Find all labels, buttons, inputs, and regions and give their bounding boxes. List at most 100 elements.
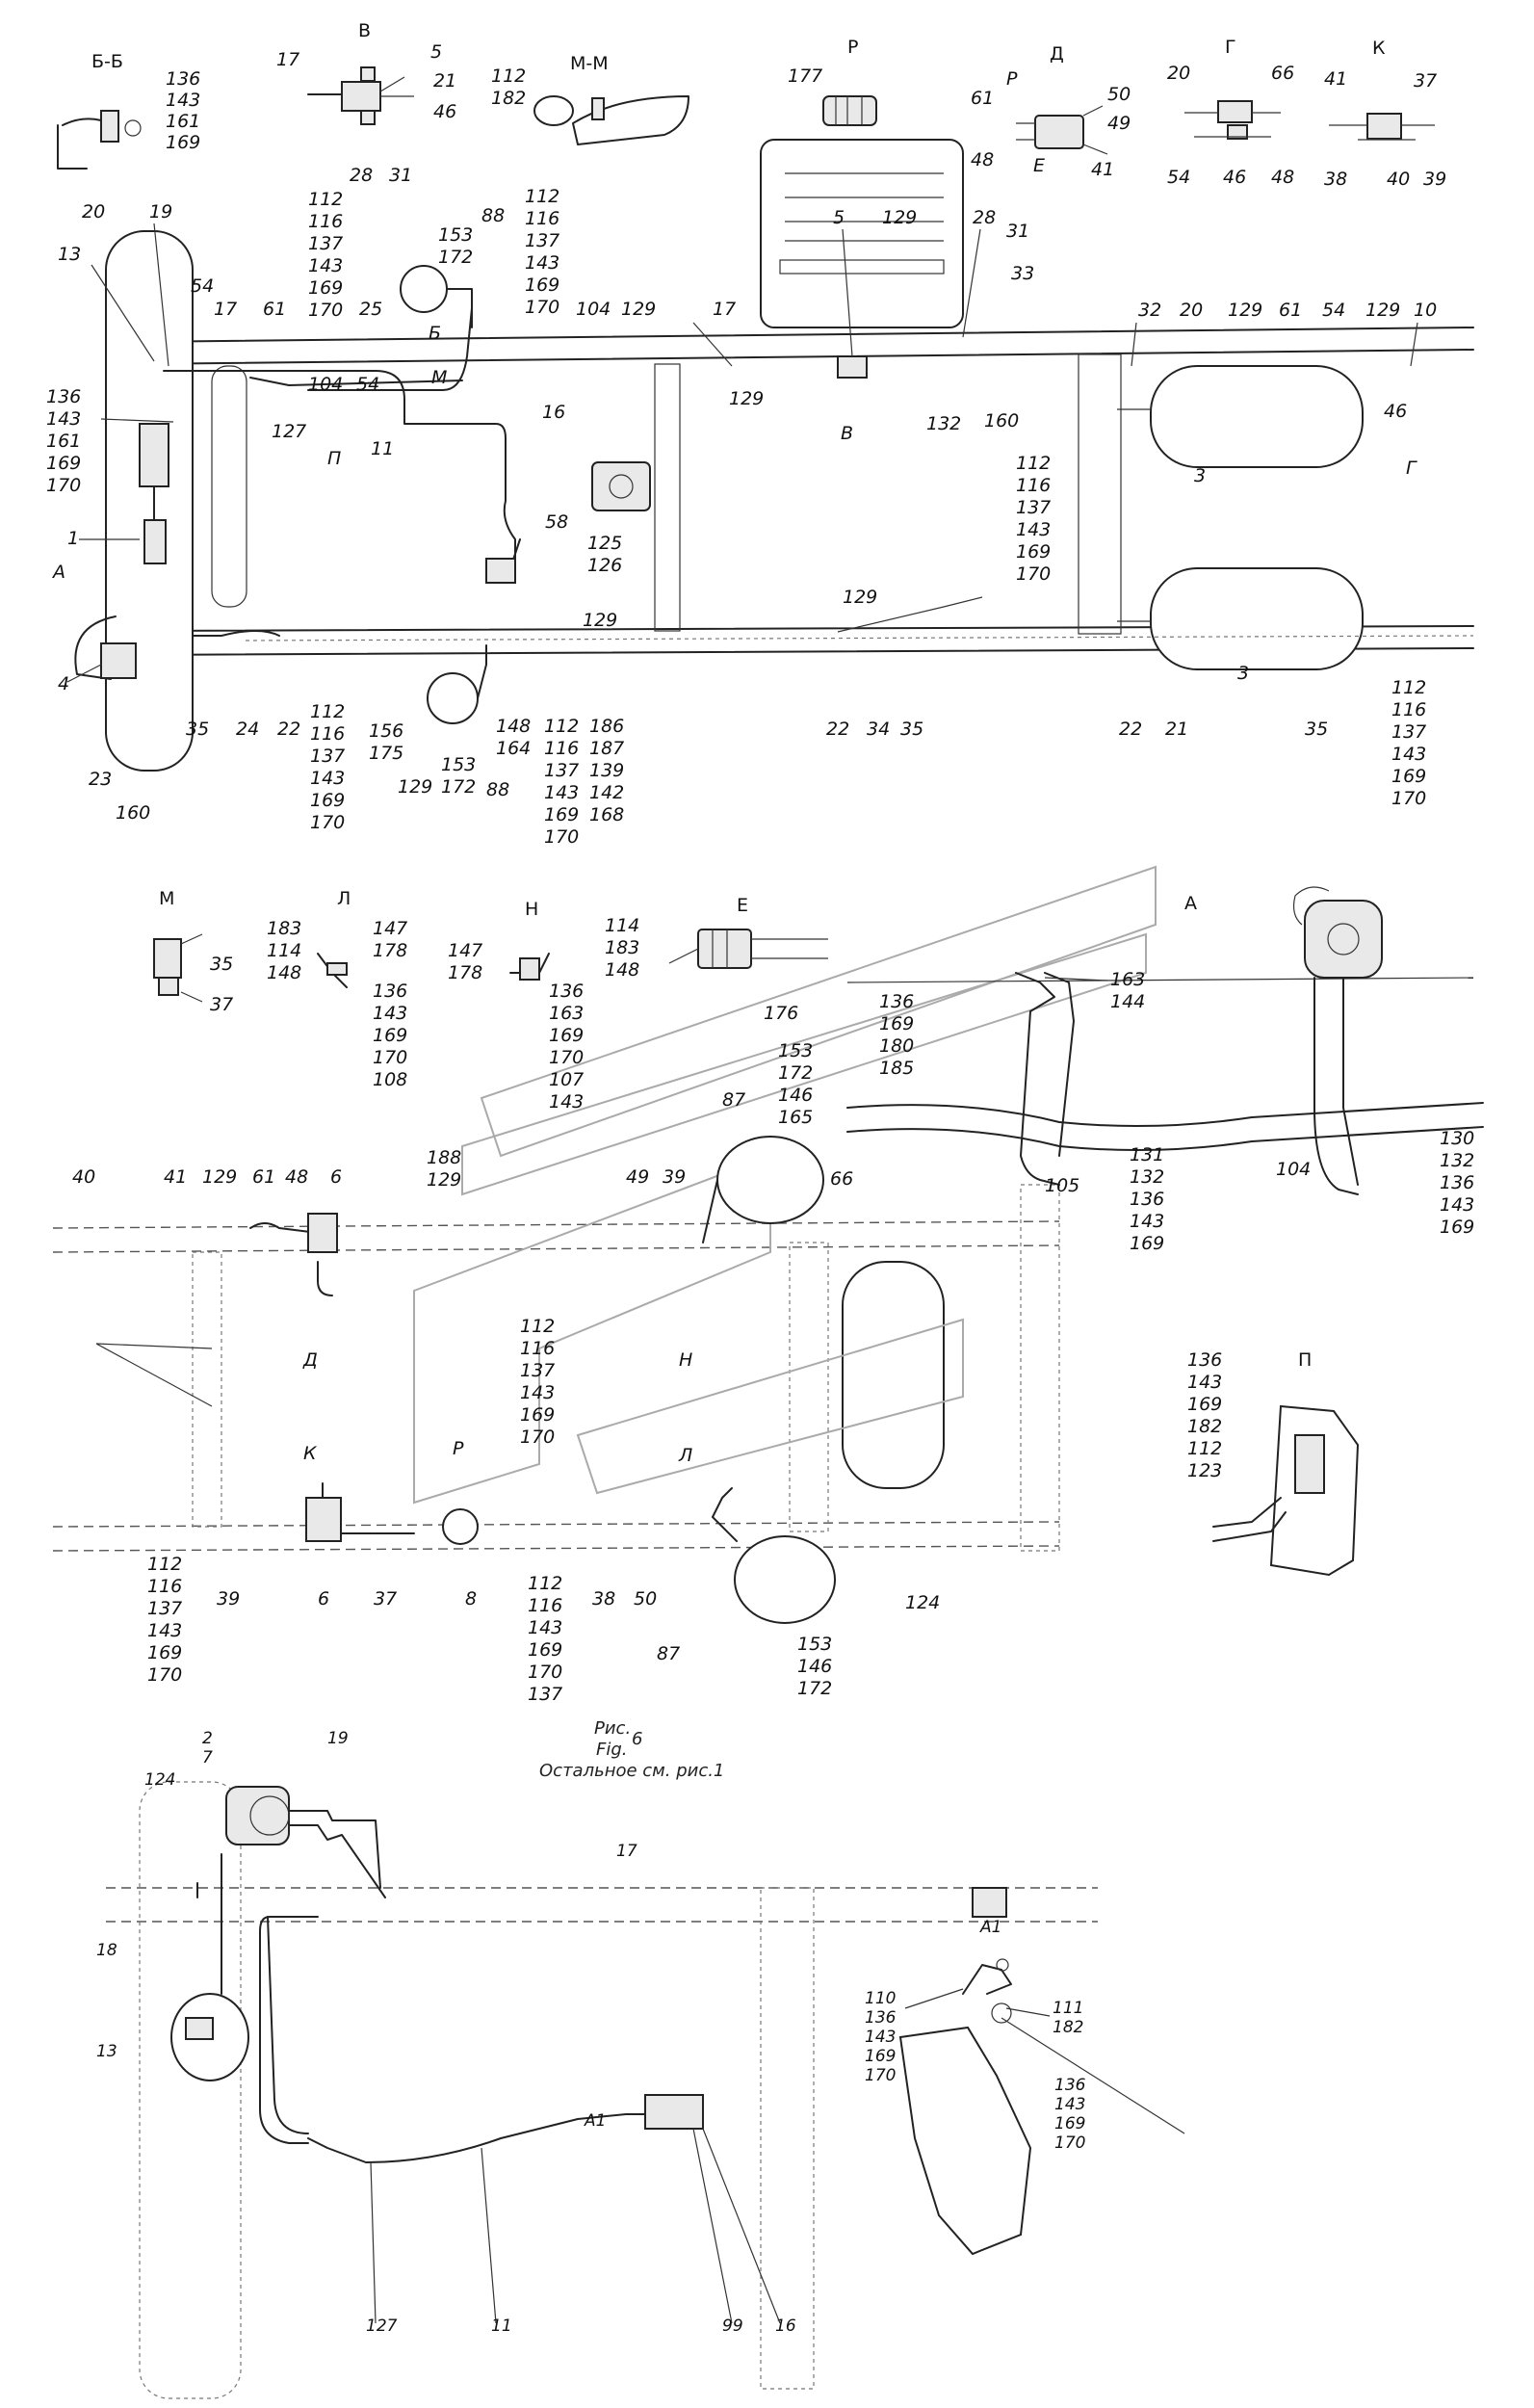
bs2-169: 169 bbox=[544, 804, 579, 825]
k-40: 40 bbox=[1387, 169, 1410, 190]
l-148: 148 bbox=[267, 962, 301, 983]
v-5: 5 bbox=[430, 41, 442, 63]
ts1-170: 170 bbox=[308, 300, 343, 321]
d-61: 61 bbox=[971, 88, 994, 109]
bs1-116: 116 bbox=[310, 723, 345, 745]
ms-143: 143 bbox=[1016, 519, 1051, 540]
mm-112: 112 bbox=[491, 65, 526, 87]
section-a1: А1 bbox=[979, 1918, 1001, 1937]
f-99: 99 bbox=[722, 2316, 743, 2336]
as3-132: 132 bbox=[1130, 1166, 1164, 1188]
l-183: 183 bbox=[267, 918, 301, 939]
a-104: 104 bbox=[1276, 1159, 1311, 1180]
cs3-112: 112 bbox=[528, 1573, 562, 1594]
ns-136: 136 bbox=[549, 981, 584, 1002]
t-148: 148 bbox=[496, 716, 531, 737]
n-147: 147 bbox=[448, 940, 482, 961]
leader-lines bbox=[66, 222, 1418, 2324]
ns-107: 107 bbox=[549, 1069, 584, 1090]
as1-136: 136 bbox=[879, 991, 914, 1012]
f-182: 182 bbox=[1053, 2018, 1083, 2037]
c-p: Р bbox=[453, 1438, 464, 1459]
ls2-143: 143 bbox=[373, 1003, 407, 1024]
k-38: 38 bbox=[1324, 169, 1347, 190]
k-39: 39 bbox=[1423, 169, 1446, 190]
r-177: 177 bbox=[788, 65, 822, 87]
t-22: 22 bbox=[277, 719, 300, 740]
caption-fig: Fig. bbox=[596, 1740, 628, 1760]
section-m: М bbox=[159, 888, 174, 909]
c-124: 124 bbox=[905, 1592, 940, 1613]
as3-169: 169 bbox=[1130, 1233, 1164, 1254]
t-34: 34 bbox=[867, 719, 890, 740]
valve-16 bbox=[591, 461, 651, 511]
ps-123: 123 bbox=[1187, 1460, 1222, 1481]
middle-chassis-view bbox=[52, 865, 1157, 1624]
t-160b: 160 bbox=[984, 410, 1019, 432]
figure-caption: Рис. Fig. 6 Остальное см. рис.1 bbox=[539, 1718, 724, 1781]
t-153b: 153 bbox=[441, 754, 476, 775]
c-61: 61 bbox=[252, 1166, 275, 1188]
t-24: 24 bbox=[236, 719, 259, 740]
ms-170: 170 bbox=[1016, 563, 1051, 585]
t-54c: 54 bbox=[1322, 300, 1345, 321]
t-28: 28 bbox=[973, 207, 996, 228]
g-20: 20 bbox=[1167, 63, 1190, 84]
caption-rest: Остальное см. рис.1 bbox=[539, 1761, 724, 1781]
ts1-143: 143 bbox=[308, 255, 343, 276]
n-183: 183 bbox=[605, 937, 639, 958]
ps-143: 143 bbox=[1187, 1372, 1222, 1393]
brake-chamber-top bbox=[400, 265, 448, 313]
l-147: 147 bbox=[373, 918, 407, 939]
c-8: 8 bbox=[465, 1588, 477, 1610]
t-160: 160 bbox=[116, 802, 150, 824]
ts1-169: 169 bbox=[308, 277, 343, 299]
v-17: 17 bbox=[276, 49, 299, 70]
bb-143: 143 bbox=[166, 90, 200, 111]
fs1-136: 136 bbox=[865, 2008, 897, 2028]
detail-r bbox=[822, 95, 877, 126]
ms-112: 112 bbox=[1016, 453, 1051, 474]
t-132: 132 bbox=[926, 413, 961, 434]
ts1-137: 137 bbox=[308, 233, 343, 254]
cs4-146: 146 bbox=[797, 1656, 832, 1677]
detail-v bbox=[307, 66, 414, 125]
rs-137: 137 bbox=[1391, 721, 1426, 743]
t-61b: 61 bbox=[1279, 300, 1302, 321]
ls2-136: 136 bbox=[373, 981, 407, 1002]
detail-d bbox=[1016, 105, 1108, 155]
bs2-116: 116 bbox=[544, 738, 579, 759]
c-188: 188 bbox=[427, 1147, 461, 1168]
t-175: 175 bbox=[369, 743, 403, 764]
valve-5 bbox=[837, 355, 868, 379]
ls-136: 136 bbox=[46, 386, 81, 407]
fs2-143: 143 bbox=[1054, 2095, 1085, 2114]
cs2-137: 137 bbox=[147, 1598, 182, 1619]
ls-161: 161 bbox=[46, 431, 81, 452]
detail-e bbox=[697, 929, 828, 969]
f-18: 18 bbox=[96, 1941, 117, 1960]
section-n: Н bbox=[525, 899, 538, 920]
g-66: 66 bbox=[1271, 63, 1294, 84]
fs1-110: 110 bbox=[865, 1989, 896, 2008]
brake-chamber-middle-top bbox=[716, 1136, 824, 1224]
fs2-136: 136 bbox=[1054, 2076, 1086, 2095]
t-20: 20 bbox=[82, 201, 105, 222]
t-16: 16 bbox=[542, 402, 565, 423]
fs2-169: 169 bbox=[1054, 2114, 1085, 2133]
ls-143: 143 bbox=[46, 408, 81, 430]
ms-116: 116 bbox=[1016, 475, 1051, 496]
cs2-169: 169 bbox=[147, 1642, 182, 1663]
section-k: К bbox=[1372, 38, 1386, 59]
c-6: 6 bbox=[330, 1166, 342, 1188]
ls2-169: 169 bbox=[373, 1025, 407, 1046]
a-144: 144 bbox=[1110, 991, 1145, 1012]
fs1-169: 169 bbox=[865, 2047, 896, 2066]
t-172: 172 bbox=[438, 247, 473, 268]
f-2: 2 bbox=[202, 1729, 213, 1748]
fs2-170: 170 bbox=[1054, 2133, 1085, 2153]
bs3-168: 168 bbox=[589, 804, 624, 825]
cs4-153: 153 bbox=[797, 1634, 832, 1655]
t-129e: 129 bbox=[1228, 300, 1262, 321]
